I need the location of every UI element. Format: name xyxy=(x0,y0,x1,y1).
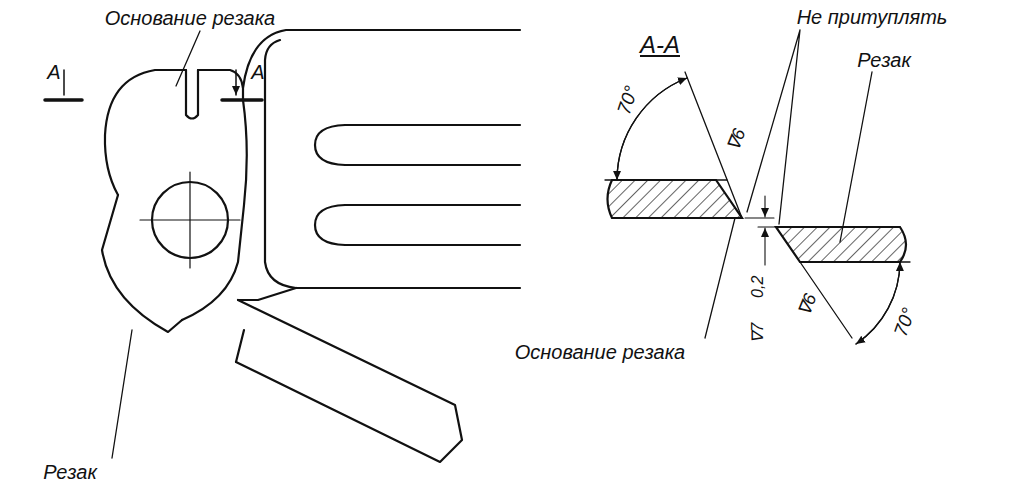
angle-dimension: 70° xyxy=(613,81,643,119)
part-name: Основание резака xyxy=(103,7,277,29)
section-title: А-А xyxy=(638,32,682,58)
section-view xyxy=(605,30,910,344)
nipper-view xyxy=(45,30,520,462)
gap-dimension: 0,2 xyxy=(749,274,767,300)
part-name: Резак xyxy=(855,49,913,71)
roughness-mark: ∇6 xyxy=(794,289,822,321)
part-name: Основание резака xyxy=(513,341,687,363)
angle-dimension: 70° xyxy=(890,303,921,341)
section-mark: А xyxy=(45,61,62,83)
note: Не притуплять xyxy=(795,6,950,28)
roughness-mark: ∇7 xyxy=(749,321,767,345)
roughness-mark: ∇6 xyxy=(723,124,751,156)
section-mark: А xyxy=(249,61,266,83)
part-name: Резак xyxy=(41,461,99,483)
